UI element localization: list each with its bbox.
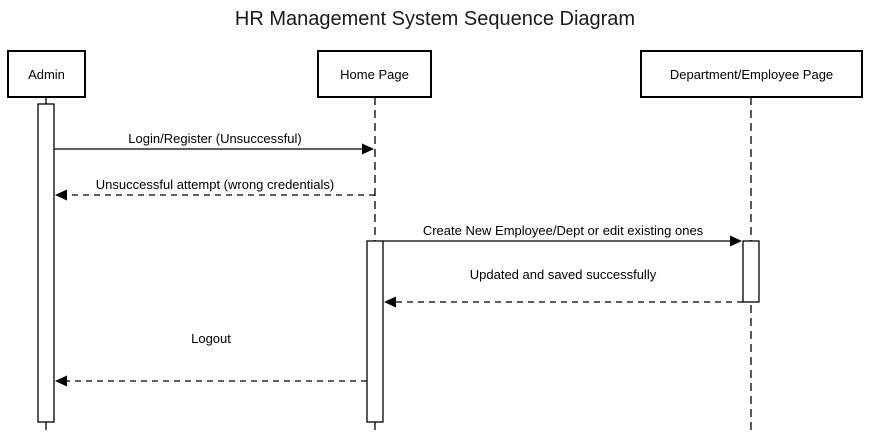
message-unsuccessful-attempt: Unsuccessful attempt (wrong credentials) xyxy=(55,177,375,201)
message-updated-saved-arrowhead xyxy=(384,296,396,308)
participant-admin[interactable]: Admin xyxy=(7,50,86,98)
participant-home-page[interactable]: Home Page xyxy=(317,50,432,98)
message-logout: Logout xyxy=(55,331,367,387)
message-unsuccessful-attempt-label: Unsuccessful attempt (wrong credentials) xyxy=(96,177,334,192)
activation-admin xyxy=(37,103,55,423)
activation-home-page xyxy=(366,240,384,423)
participant-department-employee-page[interactable]: Department/Employee Page xyxy=(640,50,863,98)
diagram-title: HR Management System Sequence Diagram xyxy=(235,8,635,30)
message-create-employee-dept-arrowhead xyxy=(730,235,742,247)
participant-admin-label: Admin xyxy=(28,67,65,82)
message-logout-label: Logout xyxy=(191,331,231,346)
message-create-employee-dept: Create New Employee/Dept or edit existin… xyxy=(383,223,742,247)
participant-department-employee-page-label: Department/Employee Page xyxy=(670,67,833,82)
message-updated-saved-label: Updated and saved successfully xyxy=(470,267,657,282)
message-login-register-arrowhead xyxy=(362,143,374,155)
message-unsuccessful-attempt-arrowhead xyxy=(55,189,67,201)
activation-department-employee-page xyxy=(742,240,760,303)
message-login-register: Login/Register (Unsuccessful) xyxy=(54,131,374,155)
participant-home-page-label: Home Page xyxy=(340,67,409,82)
message-create-employee-dept-label: Create New Employee/Dept or edit existin… xyxy=(423,223,704,238)
message-logout-arrowhead xyxy=(55,375,67,387)
message-login-register-label: Login/Register (Unsuccessful) xyxy=(128,131,301,146)
message-updated-saved: Updated and saved successfully xyxy=(384,267,743,308)
